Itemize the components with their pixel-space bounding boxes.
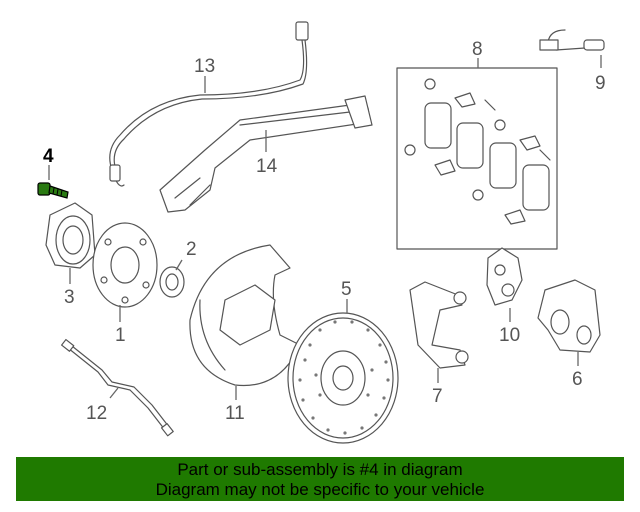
part-13-brake-hose[interactable] [109, 21, 309, 187]
callout-4: 4 [43, 146, 54, 167]
leader-lines [48, 55, 602, 400]
part-12-brake-line[interactable] [60, 338, 174, 437]
part-7-caliper-bracket[interactable] [409, 281, 469, 369]
part-14-hose-bracket[interactable] [159, 95, 373, 213]
callout-10: 10 [499, 325, 520, 346]
part-4-bolt[interactable] [37, 182, 69, 199]
part-11-splash-shield[interactable] [189, 244, 301, 387]
callout-7: 7 [432, 386, 443, 407]
part-10-caliper-housing[interactable] [486, 247, 523, 306]
part-3-hub-carrier[interactable] [45, 202, 96, 269]
callout-8: 8 [472, 39, 483, 60]
callout-13: 13 [194, 56, 215, 77]
part-9-wear-sensor[interactable] [539, 29, 605, 51]
part-1-wheel-hub[interactable] [92, 222, 158, 308]
part-8-brake-pad-kit[interactable] [396, 67, 558, 250]
part-5-brake-rotor[interactable] [287, 312, 399, 444]
callout-5: 5 [341, 279, 352, 300]
callout-3: 3 [64, 287, 75, 308]
callout-11: 11 [225, 403, 245, 424]
banner-line-1: Part or sub-assembly is #4 in diagram [177, 460, 463, 479]
part-6-brake-caliper[interactable] [537, 279, 601, 353]
callout-2: 2 [186, 239, 197, 260]
callout-9: 9 [595, 73, 606, 94]
callout-14: 14 [256, 156, 278, 177]
callout-1: 1 [115, 325, 126, 346]
part-2-wheel-bearing[interactable] [159, 266, 185, 298]
callout-6: 6 [572, 369, 583, 390]
banner-line-2: Diagram may not be specific to your vehi… [155, 480, 485, 499]
callout-12: 12 [86, 403, 107, 424]
info-banner: Part or sub-assembly is #4 in diagram Di… [16, 457, 624, 501]
